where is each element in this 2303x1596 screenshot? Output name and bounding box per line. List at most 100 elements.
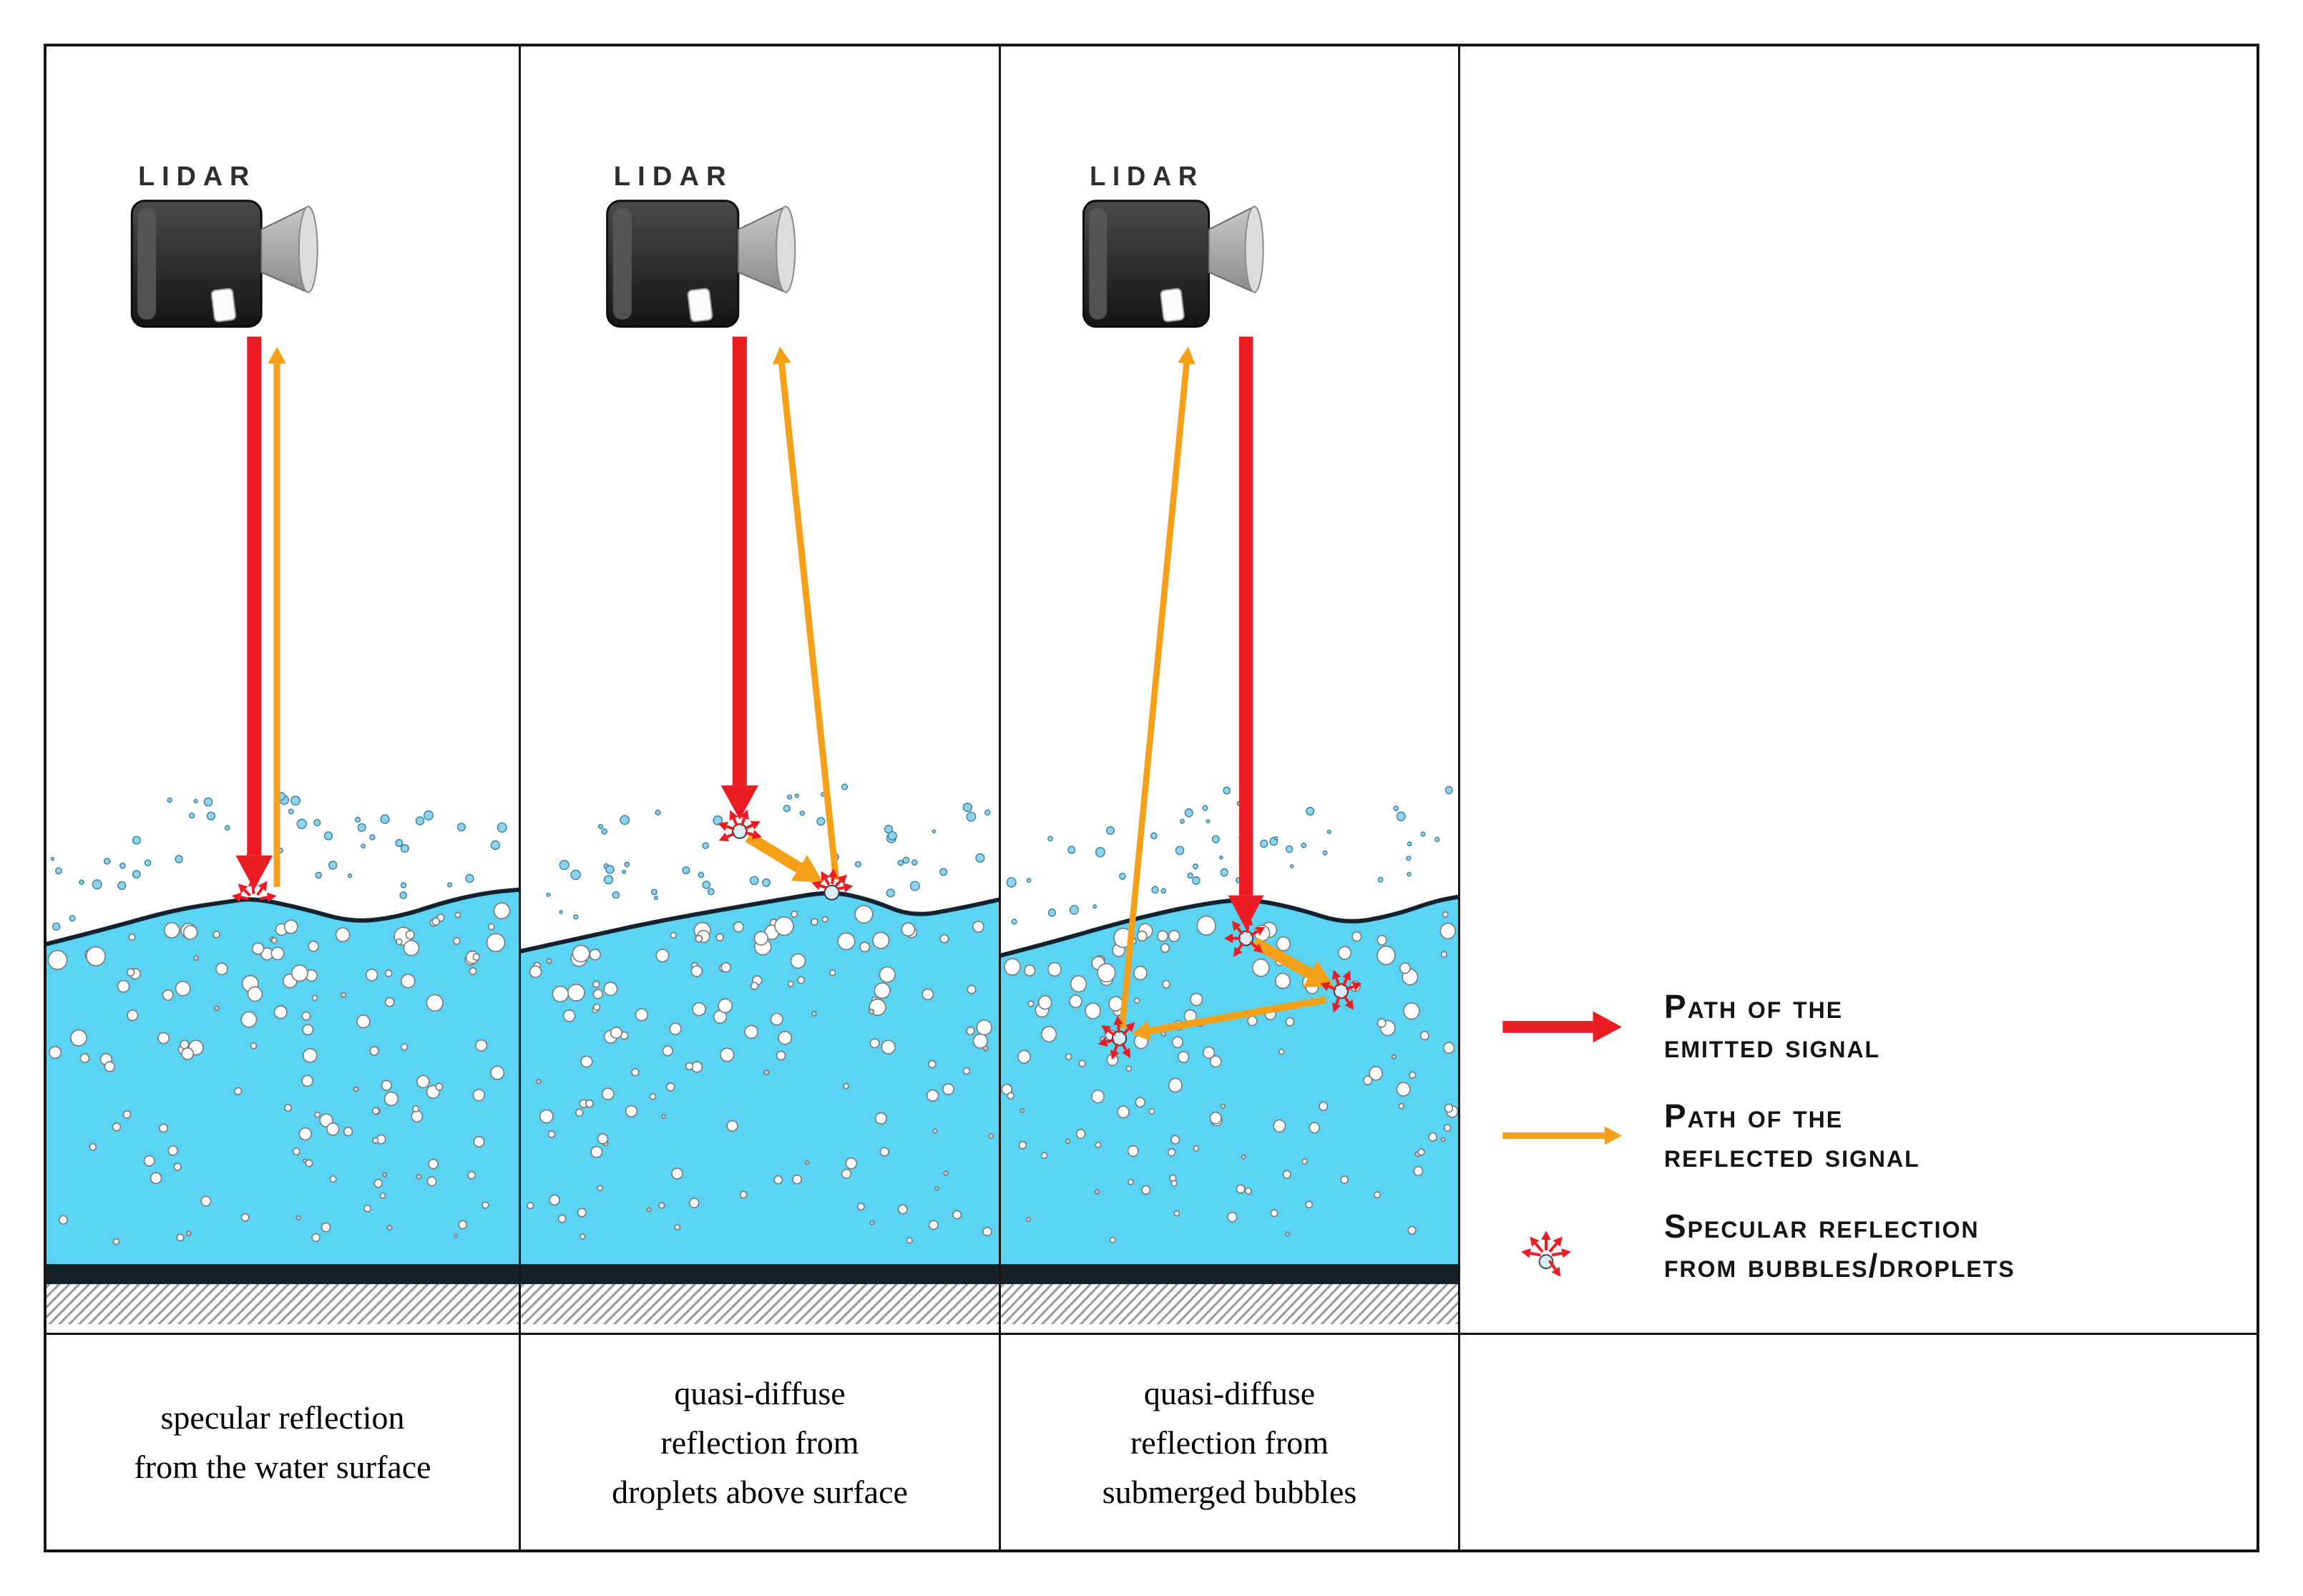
- panel-3-illustration: LIDAR: [1001, 46, 1460, 1333]
- bubbles: [47, 902, 511, 1245]
- burst-ray: [1243, 916, 1253, 934]
- burst-ray: [811, 881, 827, 891]
- hit-bubble: [823, 884, 840, 901]
- water-surface-line: [47, 887, 519, 946]
- burst-ray: [1223, 933, 1241, 944]
- emitted-signal-arrow-icon: [1502, 1011, 1622, 1043]
- reflected-signal-arrow: [1502, 1126, 1622, 1145]
- ground-bar: [47, 1264, 519, 1285]
- burst-ray: [745, 830, 762, 840]
- spray-droplets: [50, 792, 507, 931]
- burst-ray: [1110, 1043, 1120, 1060]
- lidar-device: [606, 200, 796, 328]
- burst-ray: [1551, 1248, 1571, 1258]
- ground-hatch: [521, 1284, 999, 1325]
- lidar-label: LIDAR: [138, 162, 256, 192]
- panel-3-drawing-bubble-reflection: LIDAR: [1001, 160, 1458, 1325]
- burst-ray: [828, 868, 838, 884]
- burst-ray: [718, 832, 735, 841]
- burst-ray: [1530, 1236, 1544, 1253]
- specular-burst: [1320, 969, 1362, 1013]
- burst-ray: [1331, 996, 1341, 1013]
- burst-ray: [256, 881, 268, 896]
- burst-ray: [248, 876, 258, 894]
- reflected-signal-arrow: [1119, 346, 1195, 1029]
- burst-ray: [1097, 1037, 1115, 1047]
- panel-1-illustration: LIDAR: [47, 46, 521, 1333]
- burst-ray: [1250, 926, 1266, 937]
- burst-ray: [1231, 921, 1244, 935]
- burst-ray: [837, 883, 854, 893]
- reflected-signal-arrow: [745, 831, 823, 883]
- lidar-device: [1082, 200, 1264, 328]
- panel-2-caption: quasi-diffuse reflection from droplets a…: [521, 1333, 1001, 1550]
- burst-ray: [1541, 1230, 1551, 1250]
- burst-ray: [740, 809, 749, 826]
- burst-ray: [1343, 994, 1354, 1010]
- reflected-signal-arrow: [1251, 937, 1334, 987]
- reflected-signal-arrow: [772, 346, 840, 881]
- caption-text: specular reflection from the water surfa…: [134, 1399, 431, 1485]
- specular-burst: [231, 876, 277, 903]
- panel-2-illustration: LIDAR: [521, 46, 1001, 1333]
- lidar-label: LIDAR: [1090, 160, 1204, 191]
- burst-ray: [1249, 941, 1263, 954]
- emitted-signal-arrow: [1502, 1011, 1622, 1043]
- panel-1-drawing-specular-surface: LIDAR: [47, 162, 519, 1325]
- burst-ray: [1101, 1025, 1116, 1037]
- emitted-signal-arrow: [235, 336, 273, 890]
- legend-caption-empty: [1460, 1333, 2256, 1550]
- emitted-signal-arrow: [1228, 336, 1264, 930]
- burst-ray: [238, 883, 252, 897]
- burst-ray: [718, 821, 735, 831]
- reflected-signal-arrow: [1131, 996, 1327, 1041]
- burst-ray: [1547, 1260, 1561, 1277]
- burst-ray: [729, 810, 739, 827]
- ground-bar: [1001, 1264, 1458, 1285]
- panel-1-caption: specular reflection from the water surfa…: [47, 1333, 521, 1550]
- legend-item-emitted-signal: Path of the emitted signal: [1497, 987, 2231, 1066]
- panel-3-caption: quasi-diffuse reflection from submerged …: [1001, 1333, 1460, 1550]
- burst-ray: [821, 871, 831, 886]
- ground-hatch: [47, 1284, 519, 1325]
- legend-panel: Path of the emitted signal Path of the r…: [1460, 46, 2256, 1333]
- panel-scene: [47, 200, 519, 1325]
- burst-ray: [744, 821, 761, 831]
- caption-text: quasi-diffuse reflection from submerged …: [1102, 1374, 1357, 1510]
- water-body: [47, 889, 519, 1266]
- burst-ray: [231, 892, 249, 903]
- specular-burst: [718, 809, 762, 841]
- ground-hatch: [1001, 1284, 1458, 1325]
- legend-label-emitted-signal: Path of the emitted signal: [1664, 988, 1881, 1065]
- panel-scene: [1001, 200, 1458, 1325]
- panel-scene: [521, 200, 999, 1325]
- figure-table: LIDAR LIDAR LIDAR Path of the emitted si…: [44, 44, 2259, 1552]
- burst-ray: [1320, 981, 1336, 992]
- legend-item-reflected-signal: Path of the reflected signal: [1497, 1097, 2231, 1175]
- burst-ray: [1341, 970, 1351, 987]
- bubbles: [527, 905, 994, 1244]
- burst-ray: [1122, 1022, 1135, 1036]
- panel-2-drawing-droplet-reflection: LIDAR: [521, 162, 999, 1325]
- burst-ray: [1521, 1248, 1541, 1258]
- bubbles: [1001, 911, 1458, 1243]
- burst-ray: [1113, 1015, 1123, 1033]
- reflected-signal-arrow-icon: [1502, 1126, 1622, 1145]
- burst-ray: [1233, 942, 1244, 957]
- burst-ray: [834, 874, 847, 887]
- lidar-label: LIDAR: [614, 162, 733, 192]
- ground-bar: [521, 1264, 999, 1285]
- hit-bubble: [1333, 983, 1349, 999]
- legend-label-specular-reflection: Specular reflection from bubbles/droplet…: [1664, 1207, 2015, 1284]
- legend-label-reflected-signal: Path of the reflected signal: [1664, 1097, 1920, 1174]
- specular-burst: [1097, 1015, 1135, 1060]
- specular-burst: [1521, 1230, 1571, 1277]
- burst-ray: [1548, 1236, 1563, 1253]
- specular-burst: [811, 868, 854, 893]
- lidar-device: [130, 200, 318, 328]
- specular-burst: [1223, 916, 1266, 957]
- burst-ray: [1331, 969, 1341, 987]
- burst-ray: [1120, 1042, 1130, 1059]
- caption-text: quasi-diffuse reflection from droplets a…: [612, 1374, 908, 1510]
- burst-ray: [1345, 981, 1362, 992]
